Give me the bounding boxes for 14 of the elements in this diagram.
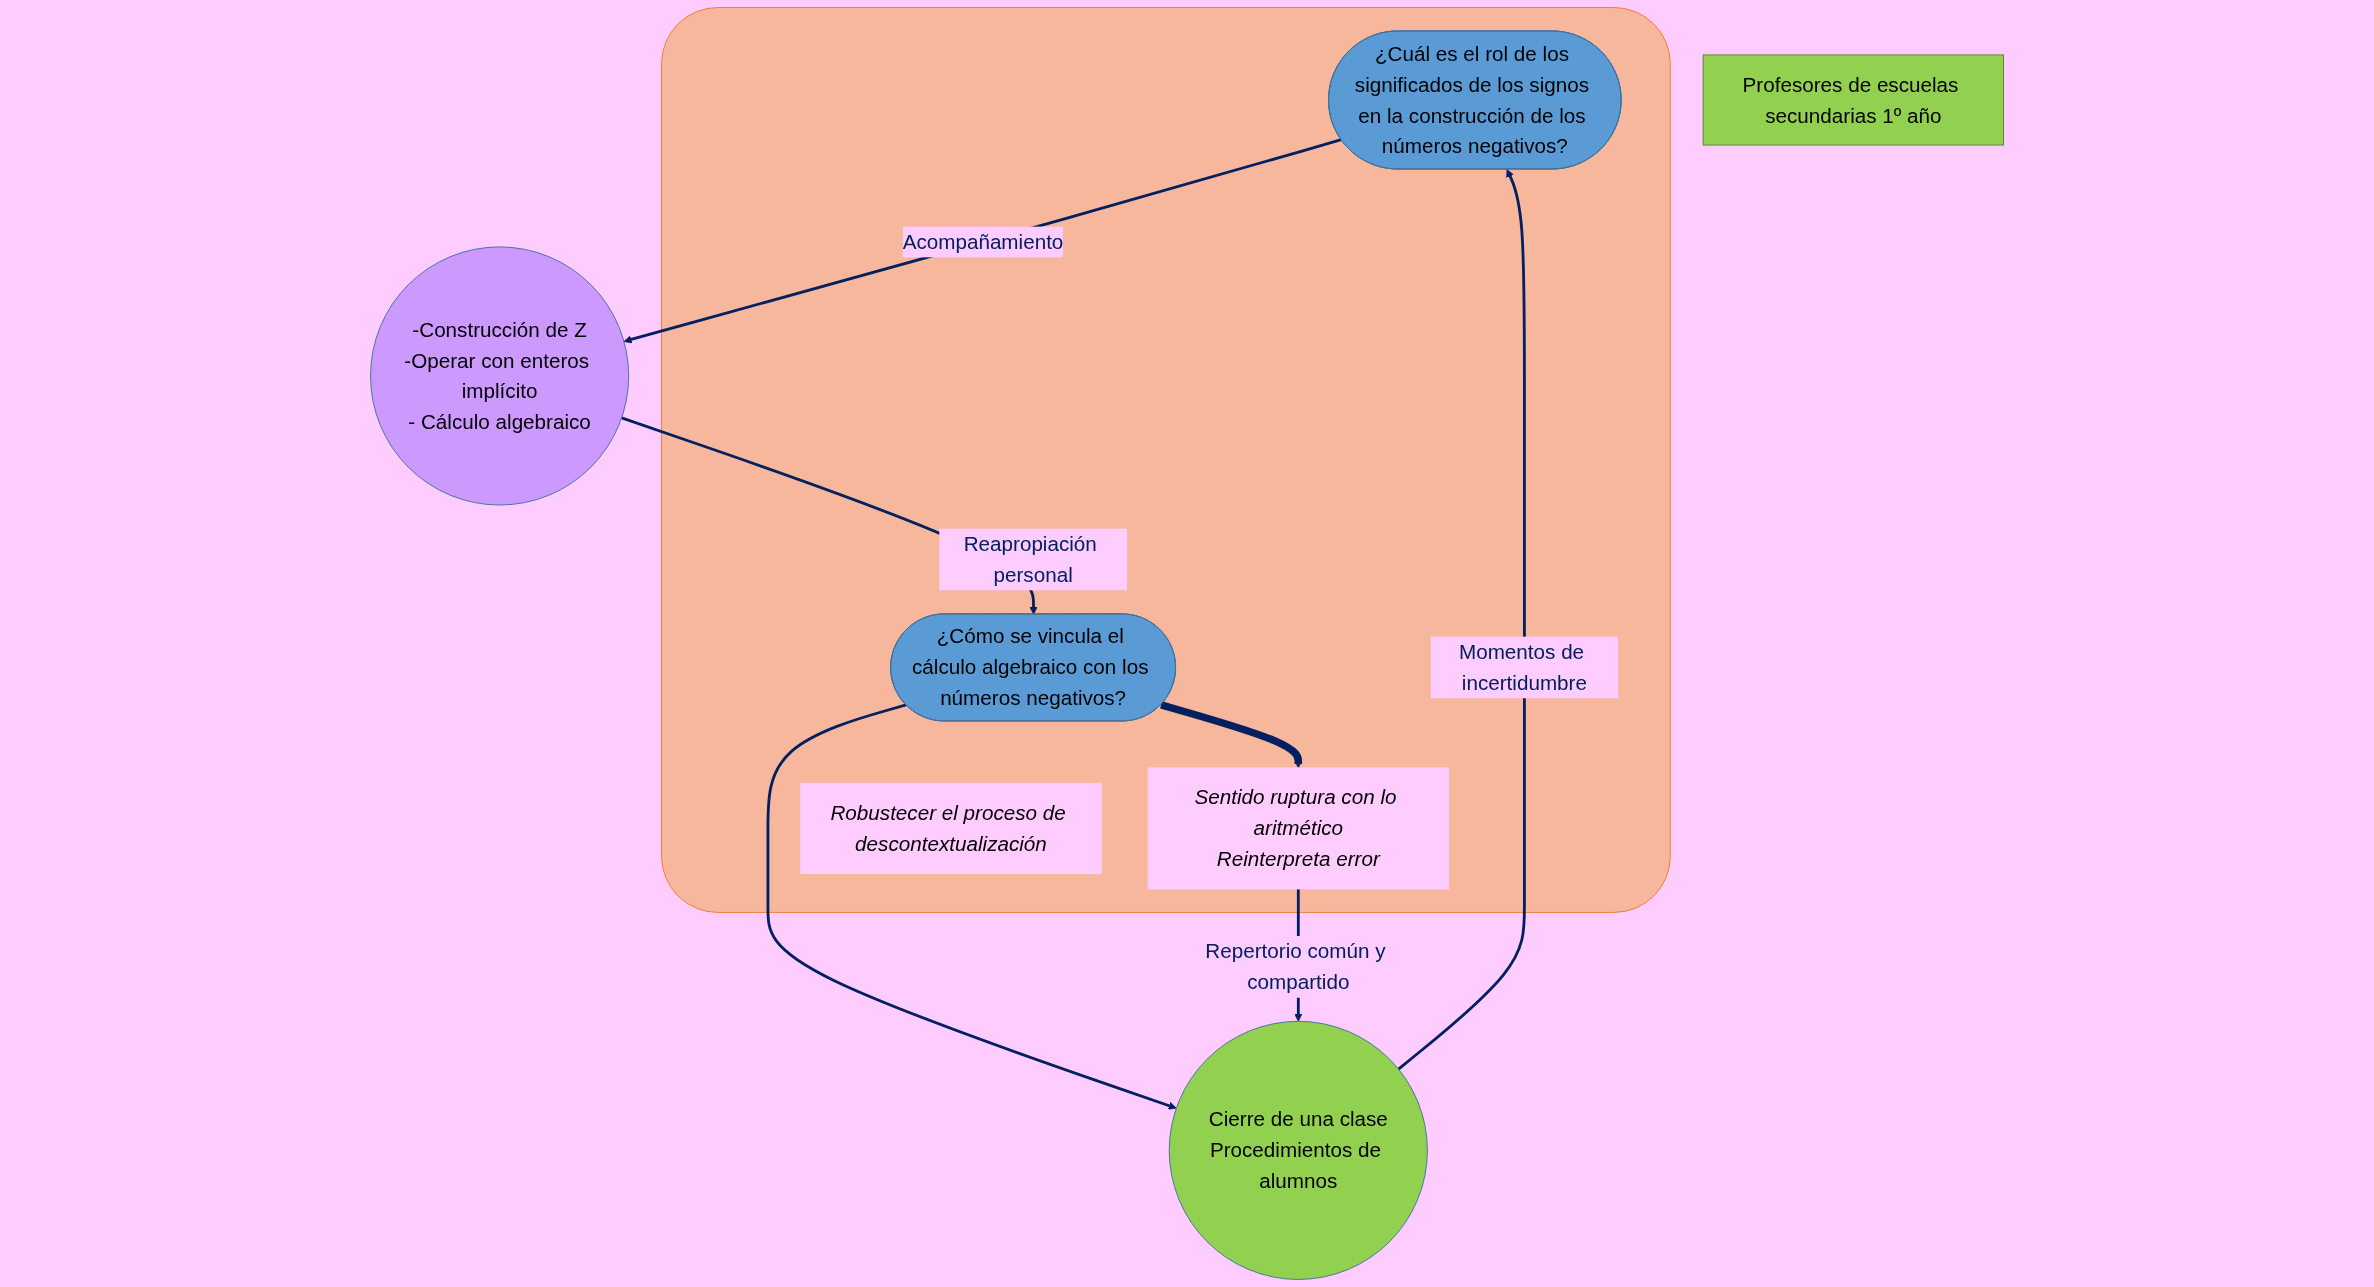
arrow xyxy=(766,703,1177,1110)
node-box: Sentido ruptura con lo aritmético Reinterpreta error xyxy=(1147,767,1449,890)
cluster xyxy=(661,7,1671,913)
node-box: Robustecer el proceso de descontextualización xyxy=(800,782,1102,874)
edge-label: Repertorio común y compartido xyxy=(1205,939,1386,995)
node-circle: -Construcción de Z -Operar con enteros implícito - Cálculo algebraico xyxy=(370,246,630,506)
arrow xyxy=(1160,701,1303,769)
node-circle: Cierre de una clase Procedimientos de alumnos xyxy=(1168,1020,1428,1280)
edge-label: Acompañamiento xyxy=(902,230,1064,254)
arrow xyxy=(623,138,1342,344)
node-box: Profesores de escuelas secundarias 1º año xyxy=(1702,54,2004,146)
edge-label: Reapropiación personal xyxy=(963,532,1097,587)
edge-label: Momentos de incertidumbre xyxy=(1458,640,1587,695)
arrow xyxy=(1397,169,1526,1071)
